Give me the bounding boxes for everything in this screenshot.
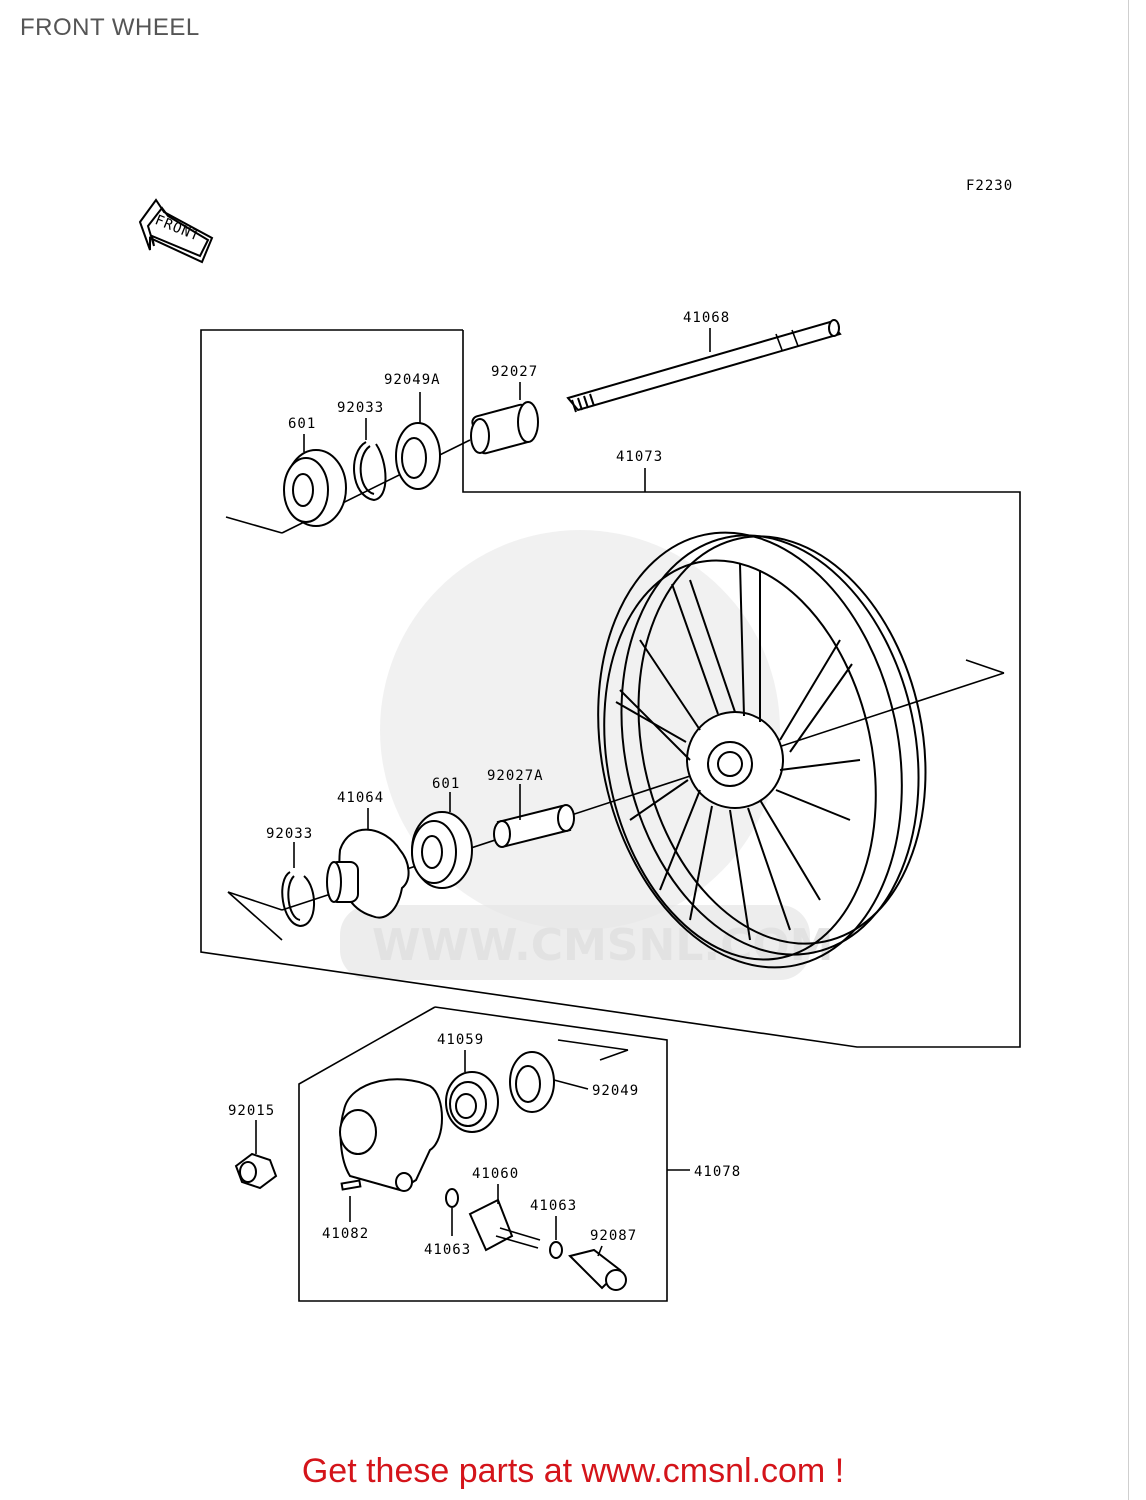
collar-left-part[interactable] bbox=[493, 804, 575, 848]
label-collar-left: 92027A bbox=[487, 768, 544, 784]
pinion-part[interactable] bbox=[468, 1198, 541, 1252]
axle-part[interactable] bbox=[566, 319, 842, 413]
label-bushing: 92087 bbox=[590, 1228, 637, 1244]
gearbox-housing-part[interactable] bbox=[339, 1078, 443, 1192]
label-circlip-right: 92033 bbox=[337, 400, 384, 416]
wheel-assembly-boundary bbox=[200, 329, 1021, 1048]
gearbox-assembly-boundary bbox=[298, 1006, 668, 1302]
label-bearing-left: 601 bbox=[432, 776, 460, 792]
label-pin: 41082 bbox=[322, 1226, 369, 1242]
label-nut: 92015 bbox=[228, 1103, 275, 1119]
bearing-left-part[interactable] bbox=[411, 811, 473, 889]
front-direction-arrow: FRONT bbox=[138, 198, 214, 264]
label-wheel: 41073 bbox=[616, 449, 663, 465]
collar-right-part[interactable] bbox=[470, 401, 539, 455]
watermark-text: WWW.CMSNL.COM bbox=[372, 920, 834, 971]
bearing-right-part[interactable] bbox=[283, 449, 347, 527]
oil-seal-a-part[interactable] bbox=[395, 422, 441, 490]
gear-part[interactable] bbox=[445, 1071, 499, 1133]
watermark-logo: WWW.CMSNL.COM bbox=[340, 530, 834, 980]
page-divider bbox=[1128, 0, 1129, 1500]
label-axle: 41068 bbox=[683, 310, 730, 326]
washer-a-part[interactable] bbox=[445, 1188, 459, 1208]
hub-plate-part[interactable] bbox=[326, 828, 410, 919]
label-collar-right: 92027 bbox=[491, 364, 538, 380]
label-gearbox-assy: 41078 bbox=[694, 1164, 741, 1180]
bushing-part[interactable] bbox=[568, 1248, 627, 1291]
leader-lines bbox=[255, 328, 711, 1257]
label-oil-seal: 92049 bbox=[592, 1083, 639, 1099]
label-bearing-right: 601 bbox=[288, 416, 316, 432]
figure-code: F2230 bbox=[966, 178, 1013, 194]
label-hub-plate: 41064 bbox=[337, 790, 384, 806]
page-title: FRONT WHEEL bbox=[20, 14, 200, 41]
label-washer-a: 41063 bbox=[424, 1242, 471, 1258]
pin-part[interactable] bbox=[340, 1179, 362, 1191]
label-pinion: 41060 bbox=[472, 1166, 519, 1182]
circlip-right-part[interactable] bbox=[353, 441, 387, 502]
circlip-left-part[interactable] bbox=[281, 871, 316, 928]
label-oil-seal-a: 92049A bbox=[384, 372, 441, 388]
front-wheel-part[interactable] bbox=[559, 504, 961, 996]
washer-b-part[interactable] bbox=[549, 1241, 563, 1259]
nut-part[interactable] bbox=[234, 1152, 278, 1190]
shop-link[interactable]: Get these parts at www.cmsnl.com ! bbox=[301, 1452, 845, 1490]
label-gear: 41059 bbox=[437, 1032, 484, 1048]
label-washer-b: 41063 bbox=[530, 1198, 577, 1214]
label-circlip-left: 92033 bbox=[266, 826, 313, 842]
oil-seal-part[interactable] bbox=[509, 1051, 555, 1113]
